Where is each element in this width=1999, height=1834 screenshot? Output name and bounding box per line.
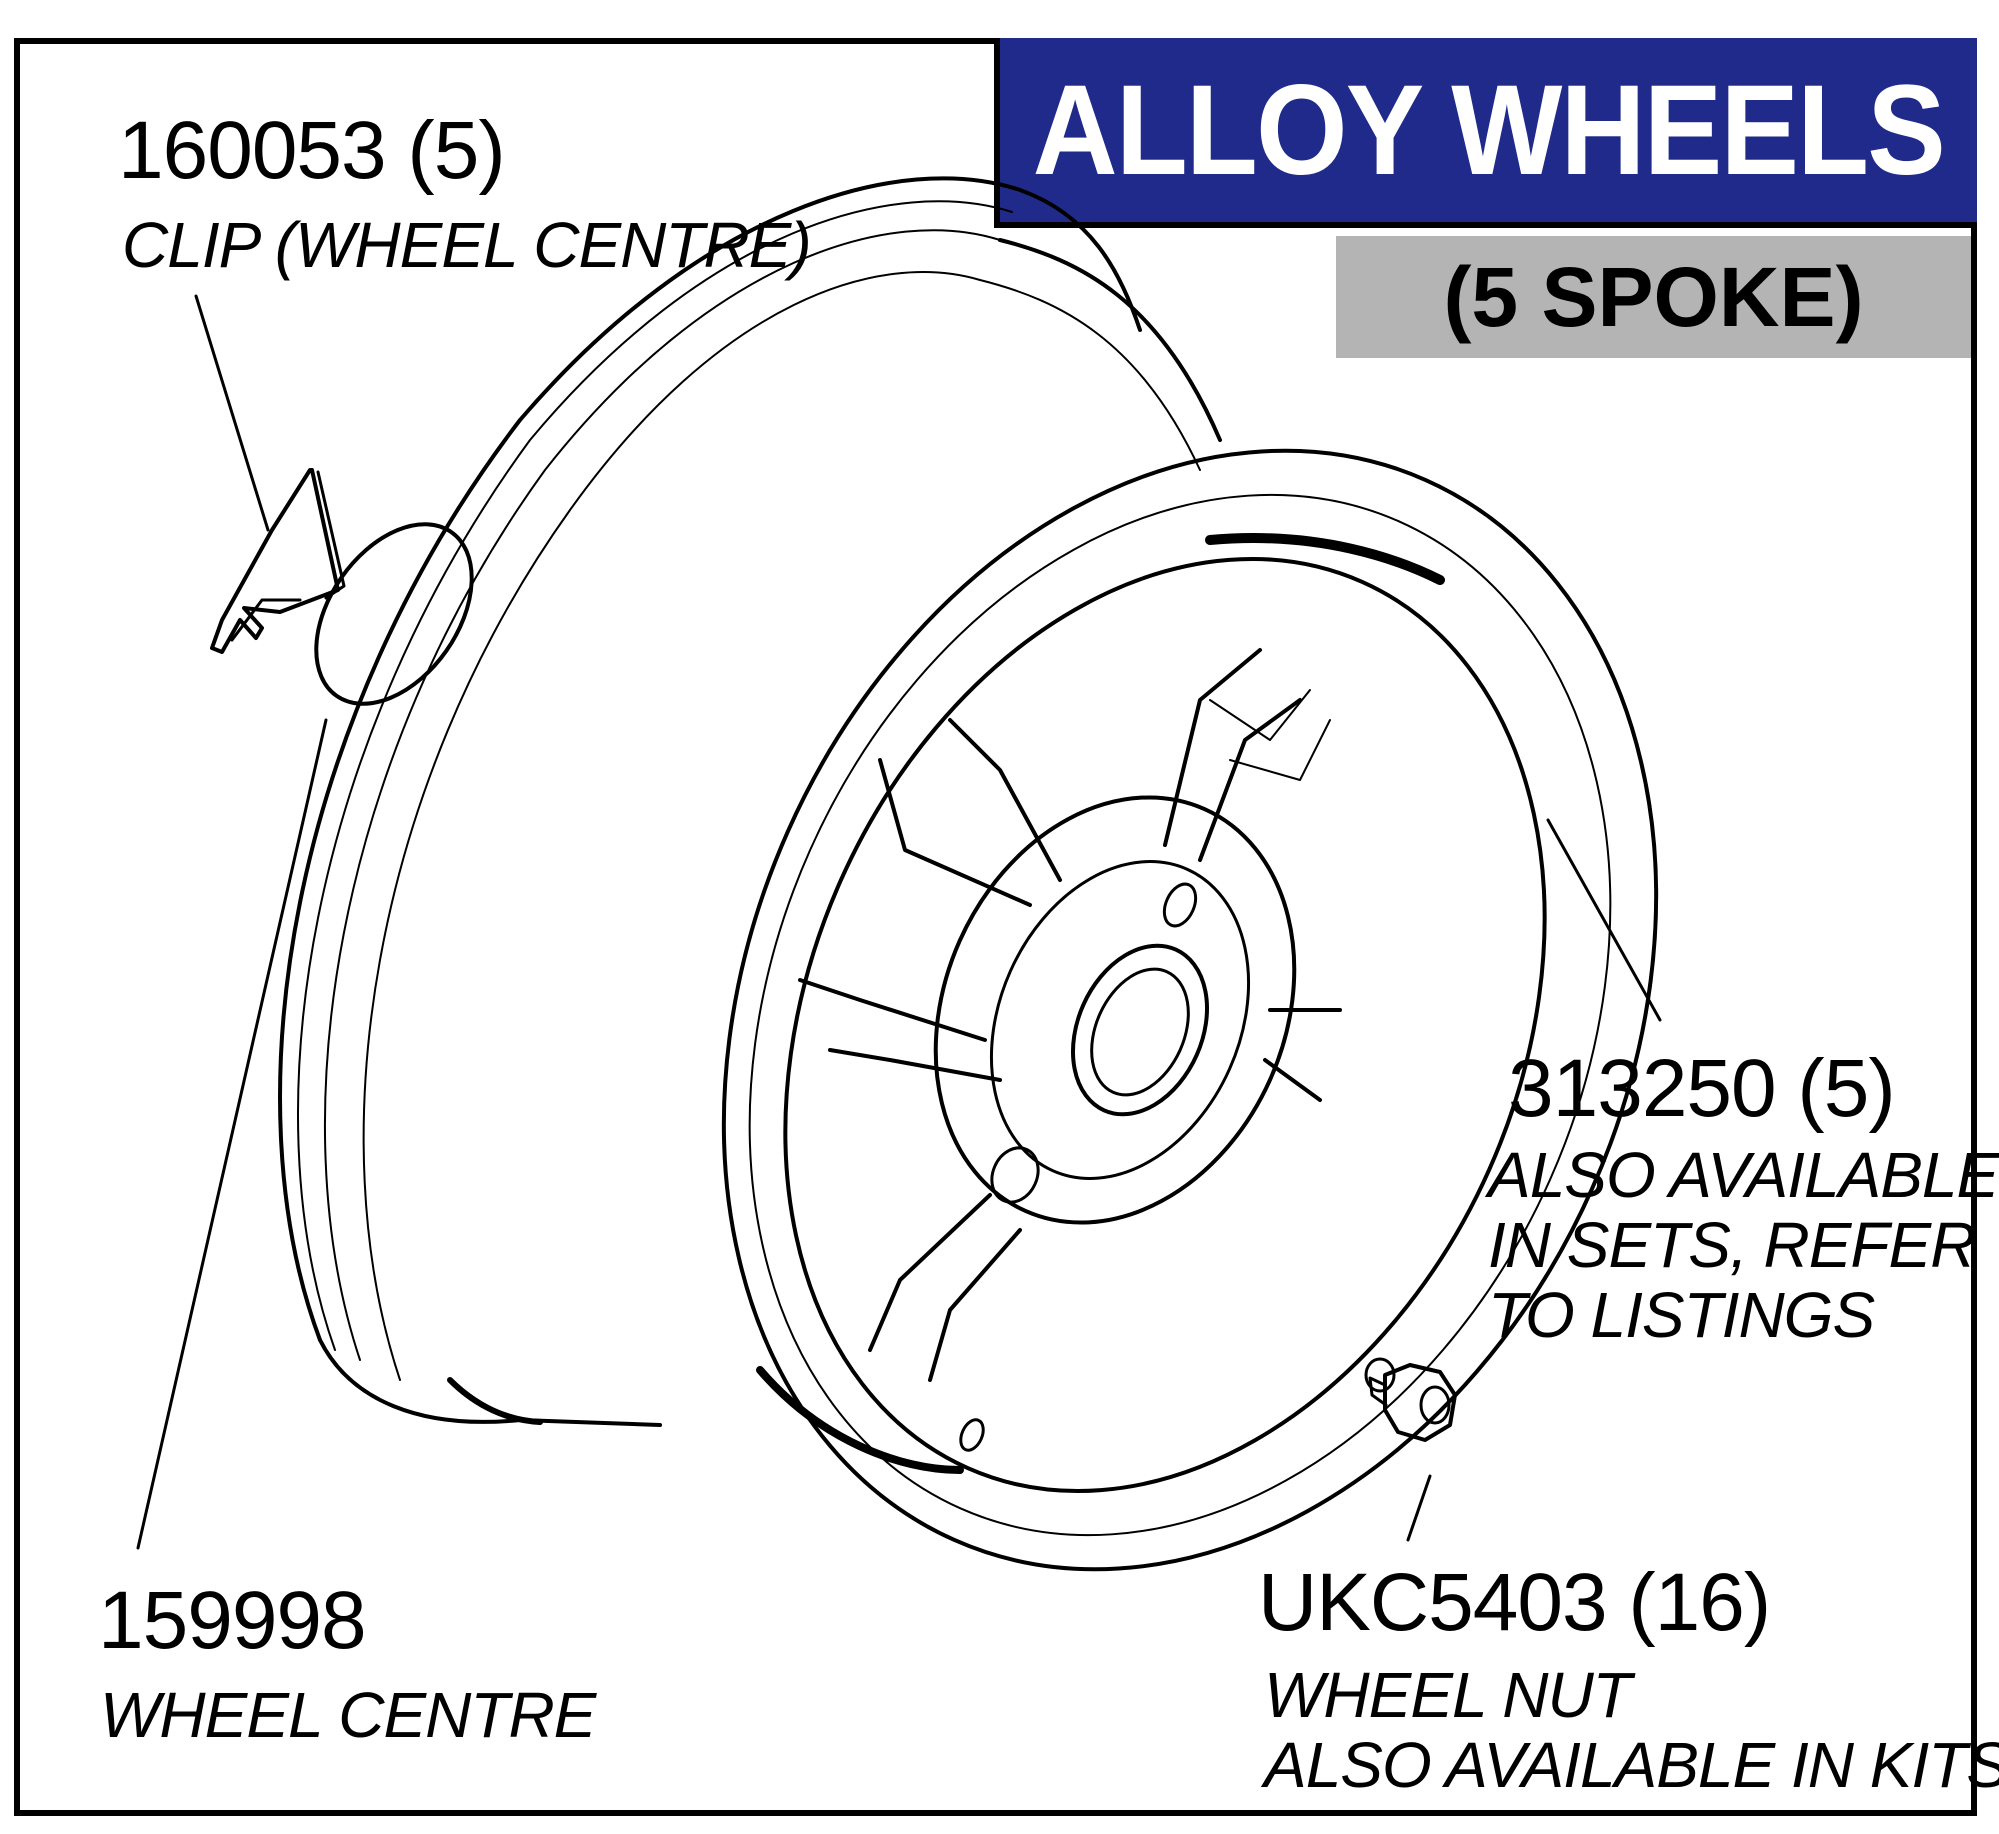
wheel-description-line: IN SETS, REFER bbox=[1488, 1209, 1976, 1281]
clip-description: CLIP (WHEEL CENTRE) bbox=[122, 209, 812, 281]
wheel-part bbox=[278, 176, 1659, 1572]
clip-part-number: 160053 (5) bbox=[118, 105, 506, 196]
wheel-hub bbox=[933, 795, 1297, 1225]
wheel-nut-part bbox=[1364, 1357, 1457, 1442]
wheel-description-line: ALSO AVAILABLE bbox=[1488, 1139, 1999, 1211]
page-title: ALLOY WHEELS bbox=[1032, 58, 1946, 202]
wheel-part-number: 313250 (5) bbox=[1508, 1043, 1896, 1134]
wheel-centre-leader-line bbox=[136, 718, 328, 1550]
clip-part bbox=[210, 468, 346, 654]
wheel-nut-description: WHEEL NUT ALSO AVAILABLE IN KITS bbox=[1264, 1660, 1999, 1800]
back-rim bbox=[278, 176, 1142, 1342]
front-rim-inner bbox=[783, 556, 1547, 1494]
wheel-nut-description-line: ALSO AVAILABLE IN KITS bbox=[1264, 1729, 1999, 1801]
wheel-description: ALSO AVAILABLE IN SETS, REFER TO LISTING… bbox=[1488, 1139, 1999, 1351]
spoke-3 bbox=[798, 978, 1002, 1082]
wheel-nut-part-number: UKC5403 (16) bbox=[1258, 1557, 1771, 1648]
spoke-2 bbox=[1163, 648, 1302, 862]
wheel-centre-part bbox=[314, 522, 474, 706]
centre-bore bbox=[1070, 943, 1210, 1117]
spoke-4 bbox=[868, 1193, 1022, 1382]
wheel-nut-description-line: WHEEL NUT bbox=[1264, 1659, 1632, 1731]
front-rim-outer bbox=[721, 448, 1659, 1572]
wheel-description-line: TO LISTINGS bbox=[1488, 1279, 1875, 1351]
wheel-nut-leader-line bbox=[1406, 1474, 1432, 1542]
leader-lines bbox=[136, 294, 1662, 1550]
wheel-centre-description: WHEEL CENTRE bbox=[100, 1679, 596, 1751]
wheel-leader-line bbox=[1546, 818, 1662, 1022]
page-subtitle: (5 SPOKE) bbox=[1443, 249, 1864, 344]
wheel-barrel-top bbox=[998, 238, 1222, 442]
subtitle-banner: (5 SPOKE) bbox=[1336, 236, 1971, 358]
clip-leader-line bbox=[194, 294, 270, 532]
spoke-5 bbox=[1263, 1008, 1342, 1102]
title-banner: ALLOY WHEELS bbox=[994, 38, 1977, 228]
wheel-centre-part-number: 159998 bbox=[98, 1575, 367, 1666]
spoke-1 bbox=[878, 718, 1062, 907]
wheel-barrel-bottom bbox=[318, 1338, 662, 1427]
